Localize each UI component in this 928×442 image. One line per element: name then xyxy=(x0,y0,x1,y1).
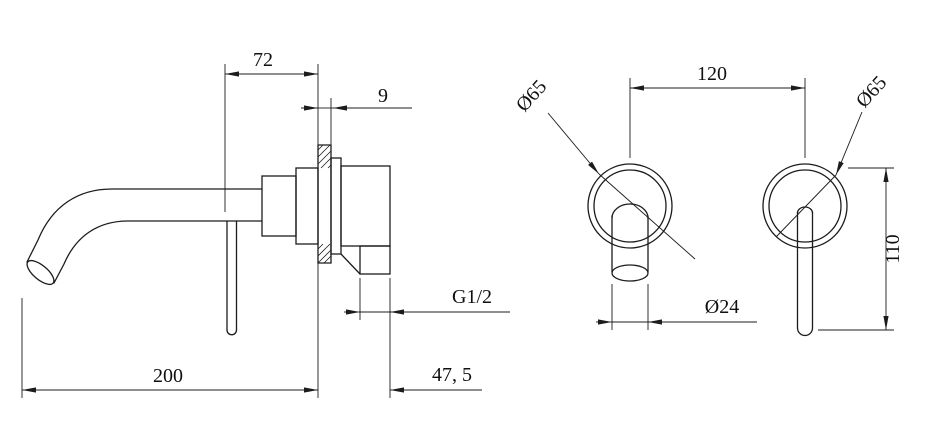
dim-label-lever-length: 110 xyxy=(882,234,904,263)
dimension-spout-reach xyxy=(224,64,319,212)
side-view-valve-body xyxy=(330,157,391,275)
dim-label-spout-reach: 72 xyxy=(253,49,273,71)
front-view-handle-lever xyxy=(796,206,814,337)
side-view-lever xyxy=(226,220,238,336)
dim-label-wall-plate-offset: 9 xyxy=(378,85,388,107)
dimension-wall-plate-offset xyxy=(301,98,412,145)
dim-label-centres-distance: 120 xyxy=(697,63,727,85)
leader-right-flange-dia xyxy=(775,111,863,238)
dimension-overall-length xyxy=(21,263,319,398)
dimension-lever-length xyxy=(818,167,894,331)
dim-label-right-flange-dia: Ø65 xyxy=(852,72,891,112)
dimension-behind-wall-depth xyxy=(389,278,482,398)
dim-label-overall-length: 200 xyxy=(153,365,183,387)
leader-left-flange-dia xyxy=(547,112,696,260)
side-view-spout xyxy=(26,188,263,286)
front-view-spout-escutcheon xyxy=(587,163,673,249)
front-view-handle-escutcheon xyxy=(762,163,848,249)
dimension-centres-distance xyxy=(629,78,806,158)
dim-label-spout-dia: Ø24 xyxy=(705,296,739,318)
dim-label-inlet-thread: G1/2 xyxy=(452,286,492,308)
dimension-spout-dia xyxy=(596,284,757,330)
dim-label-behind-wall-depth: 47, 5 xyxy=(432,364,472,386)
front-view-spout-tube xyxy=(611,203,649,282)
dimension-inlet-thread xyxy=(344,278,510,320)
wall-hatching xyxy=(317,144,332,264)
side-view-escutcheon xyxy=(261,167,319,245)
dim-label-left-flange-dia: Ø65 xyxy=(512,76,551,116)
